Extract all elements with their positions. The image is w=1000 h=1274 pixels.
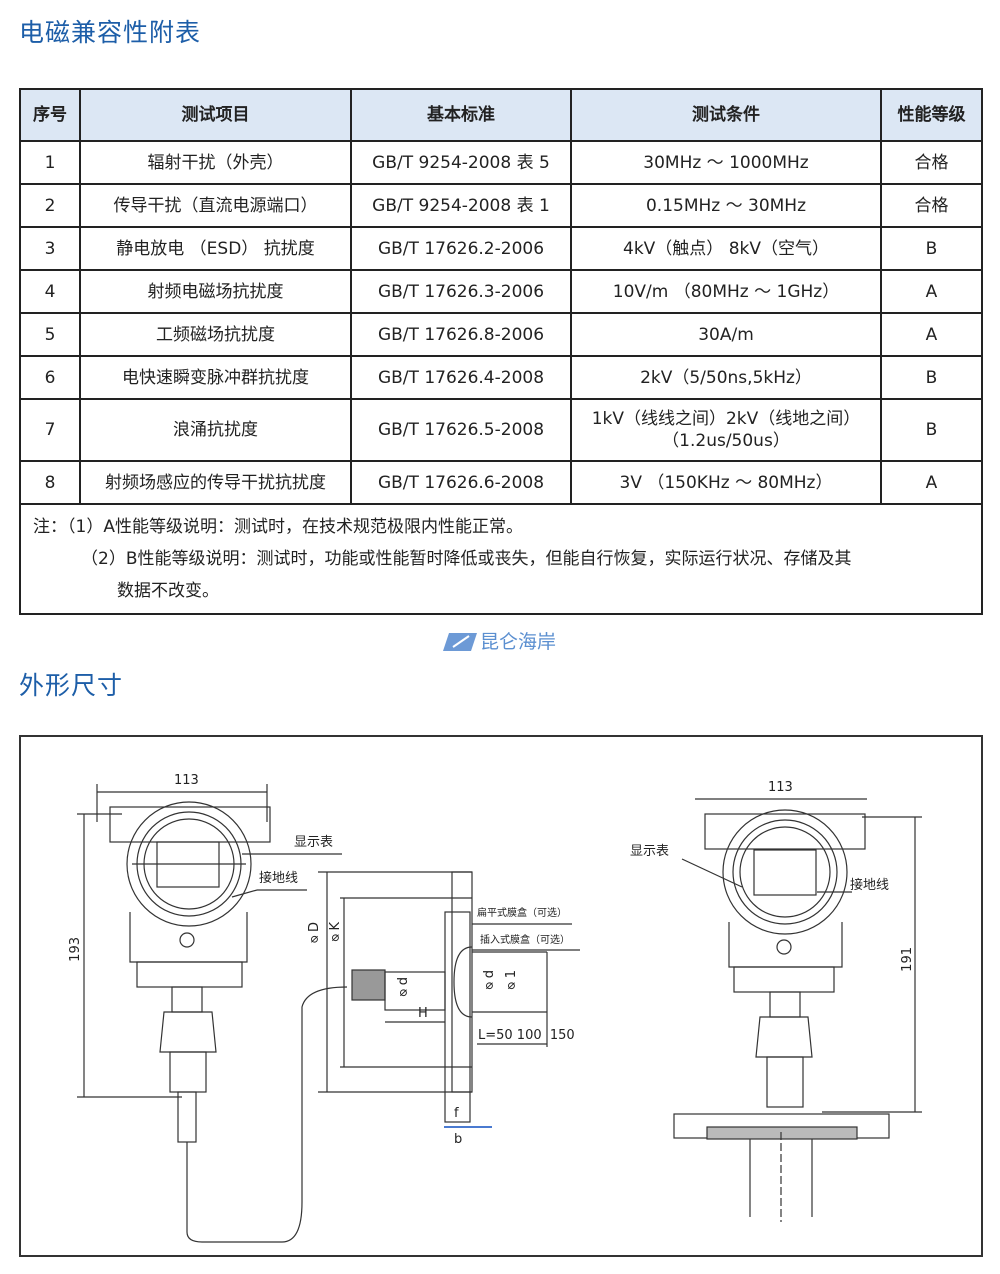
note-2-cont: 数据不改变。	[117, 581, 219, 601]
cell-grade: B	[880, 355, 983, 400]
cell-item: 静电放电 （ESD） 抗扰度	[79, 226, 352, 271]
cell-condition: 1kV（线线之间）2kV（线地之间）（1.2us/50us）	[570, 398, 882, 462]
cell-grade: 合格	[880, 140, 983, 185]
cell-condition: 0.15MHz ～ 30MHz	[570, 183, 882, 228]
cell-condition: 4kV（触点） 8kV（空气）	[570, 226, 882, 271]
cell-index: 1	[19, 140, 81, 185]
cell-index: 4	[19, 269, 81, 314]
table-header: 序号 测试项目 基本标准 测试条件 性能等级	[19, 88, 983, 142]
header-cell: 测试项目	[79, 88, 352, 142]
logo-mark-icon	[443, 633, 477, 651]
cell-standard: GB/T 17626.3-2006	[350, 269, 572, 314]
display-label-right: 显示表	[630, 844, 670, 859]
note-1: （1）A性能等级说明：测试时，在技术规范极限内性能正常。	[67, 517, 523, 537]
cell-item: 浪涌抗扰度	[79, 398, 352, 462]
cell-grade: A	[880, 269, 983, 314]
width-right-label: 113	[768, 780, 793, 795]
dimensions-title: 外形尺寸	[19, 671, 124, 700]
cell-index: 3	[19, 226, 81, 271]
display-label: 显示表	[294, 835, 334, 850]
header-cell: 性能等级	[880, 88, 983, 142]
width-left-label: 113	[174, 773, 199, 788]
cell-index: 7	[19, 398, 81, 462]
cell-index: 6	[19, 355, 81, 400]
cell-standard: GB/T 17626.2-2006	[350, 226, 572, 271]
cell-item: 射频电磁场抗扰度	[79, 269, 352, 314]
dimension-drawing: 113 193 显示表 接地线 ⌀D ⌀K ⌀d ⌀d ⌀1 H L=50 10…	[19, 735, 983, 1257]
cell-index: 8	[19, 460, 81, 505]
b-label: b	[454, 1132, 463, 1147]
diaphragm-1-label: ⌀1	[504, 970, 519, 994]
header-cell: 基本标准	[350, 88, 572, 142]
cell-grade: 合格	[880, 183, 983, 228]
flange-d-label: ⌀D	[307, 922, 322, 948]
cell-standard: GB/T 9254-2008 表 1	[350, 183, 572, 228]
header-cell: 序号	[19, 88, 81, 142]
cell-item: 工频磁场抗扰度	[79, 312, 352, 357]
cell-condition: 30A/m	[570, 312, 882, 357]
cell-condition: 10V/m （80MHz ～ 1GHz）	[570, 269, 882, 314]
cell-condition: 30MHz ～ 1000MHz	[570, 140, 882, 185]
cell-item: 辐射干扰（外壳）	[79, 140, 352, 185]
cell-grade: B	[880, 398, 983, 462]
header-cell: 测试条件	[570, 88, 882, 142]
flat-diaphragm-label: 扁平式膜盒（可选）	[477, 908, 567, 919]
thread-d-label: ⌀d	[396, 977, 411, 1001]
f-label: f	[454, 1106, 459, 1121]
cell-condition: 3V （150KHz ～ 80MHz）	[570, 460, 882, 505]
height-right-label: 191	[900, 947, 915, 972]
cell-index: 2	[19, 183, 81, 228]
l-label: L=50 100 150	[478, 1028, 575, 1043]
cell-item: 电快速瞬变脉冲群抗扰度	[79, 355, 352, 400]
cell-grade: B	[880, 226, 983, 271]
cell-item: 射频场感应的传导干扰抗扰度	[79, 460, 352, 505]
ground-label-right: 接地线	[850, 878, 890, 893]
ground-label: 接地线	[259, 871, 299, 886]
cell-item: 传导干扰（直流电源端口）	[79, 183, 352, 228]
note-2: （2）B性能等级说明：测试时，功能或性能暂时降低或丧失，但能自行恢复，实际运行状…	[81, 549, 852, 569]
height-left-label: 193	[68, 937, 83, 962]
logo-text: 昆仑海岸	[480, 631, 557, 653]
insert-diaphragm-label: 插入式膜盒（可选）	[480, 935, 570, 946]
cell-standard: GB/T 17626.6-2008	[350, 460, 572, 505]
cell-condition: 2kV（5/50ns,5kHz）	[570, 355, 882, 400]
drawing-svg	[77, 784, 922, 1243]
note-prefix: 注：	[33, 517, 67, 537]
cell-grade: A	[880, 312, 983, 357]
logo: 昆仑海岸	[443, 630, 556, 654]
flange-k-label: ⌀K	[328, 922, 343, 946]
cell-standard: GB/T 17626.4-2008	[350, 355, 572, 400]
cell-standard: GB/T 17626.8-2006	[350, 312, 572, 357]
cell-grade: A	[880, 460, 983, 505]
h-label: H	[418, 1006, 428, 1021]
notes: 注：（1）A性能等级说明：测试时，在技术规范极限内性能正常。 （2）B性能等级说…	[19, 503, 983, 615]
diaphragm-d-label: ⌀d	[482, 970, 497, 994]
cell-standard: GB/T 17626.5-2008	[350, 398, 572, 462]
cell-index: 5	[19, 312, 81, 357]
emc-title: 电磁兼容性附表	[19, 18, 202, 47]
cell-standard: GB/T 9254-2008 表 5	[350, 140, 572, 185]
